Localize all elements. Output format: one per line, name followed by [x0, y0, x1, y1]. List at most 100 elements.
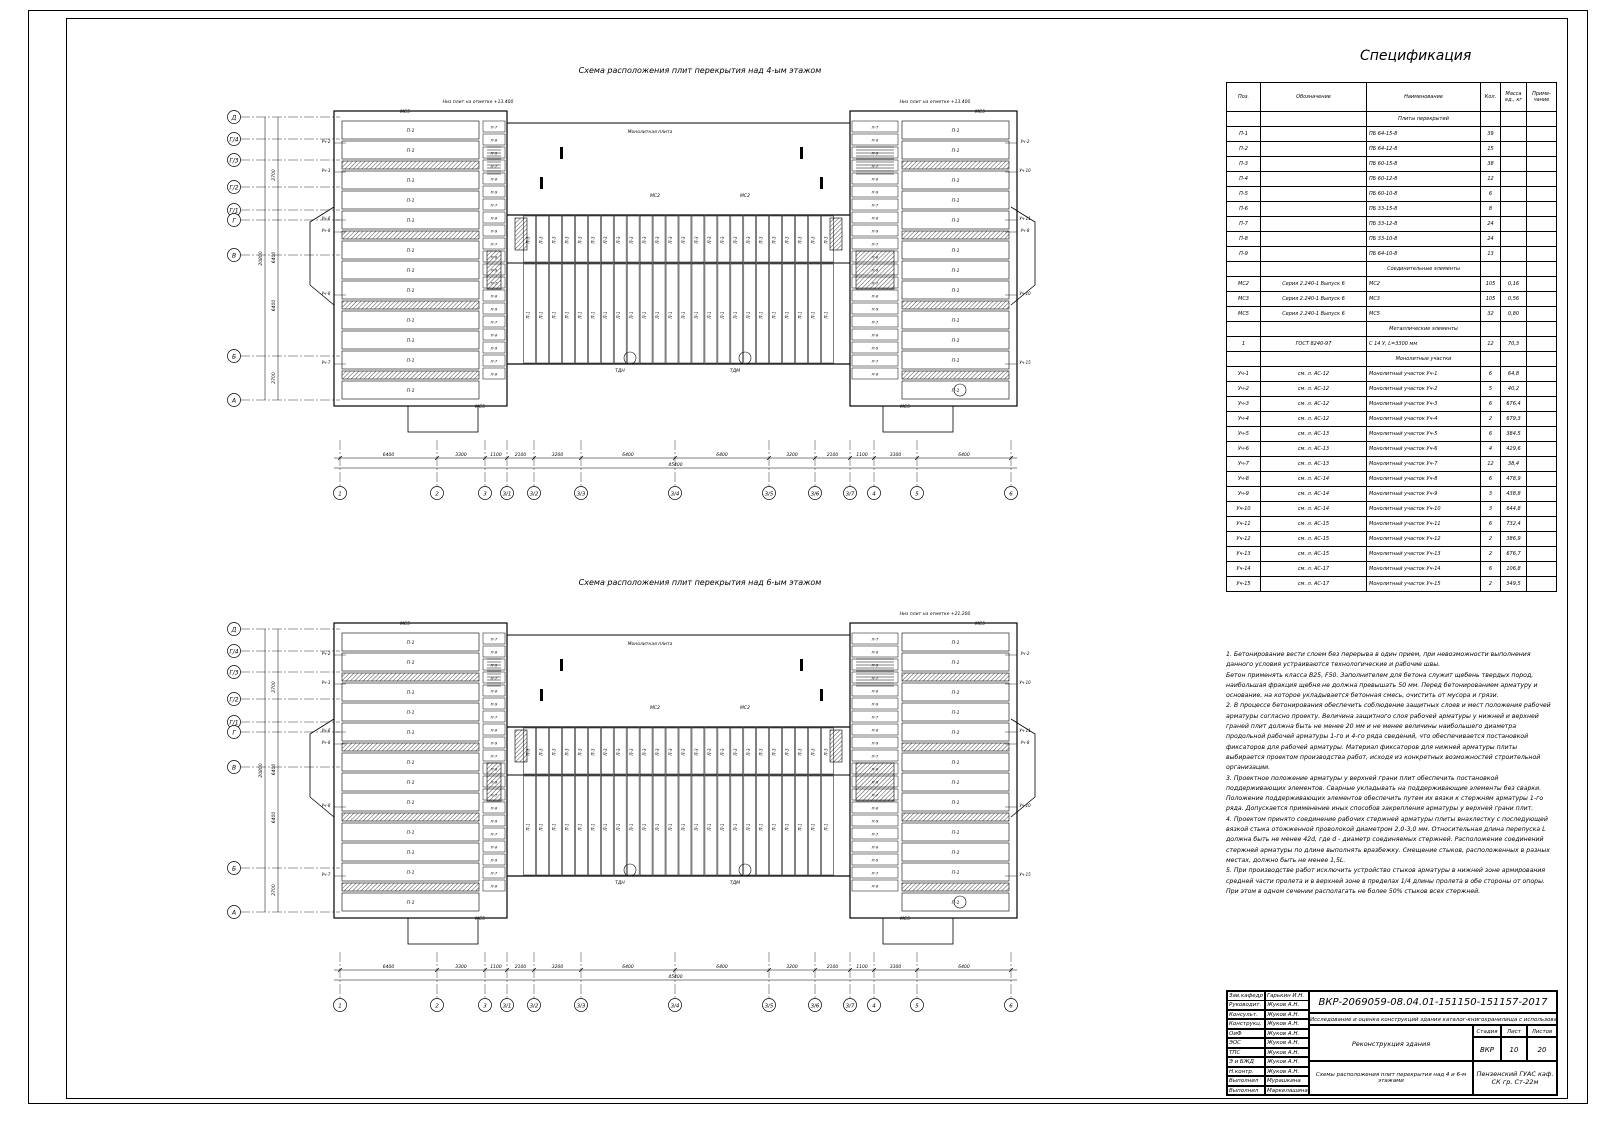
slab-label: П-1 [785, 824, 790, 831]
axis-number: 3/3 [577, 492, 586, 498]
tb-person: Жуков А.Н. [1265, 1066, 1309, 1077]
slab-label: П-3 [811, 748, 816, 755]
spec-header-1: Обозначение [1260, 82, 1367, 112]
tb-person: Жуков А.Н. [1265, 1019, 1309, 1029]
spec-cell: С 14 У, L=3300 мм [1366, 336, 1481, 352]
tb-person: Жуков А.Н. [1265, 1000, 1309, 1010]
slab-label: П-3 [759, 748, 764, 755]
narrow-slab [851, 723, 899, 736]
monolithic-label: Монолитная плита [628, 641, 673, 647]
narrow-slab [482, 315, 506, 328]
axis-bubble [574, 486, 588, 500]
slab-label: П-8 [872, 689, 879, 694]
spec-cell: ПБ 64-15-8 [1366, 126, 1481, 142]
spec-cell [1500, 246, 1527, 262]
uch-label: Уч-2 [322, 651, 331, 656]
slab-label: П-1 [720, 824, 725, 831]
slab-label: П-8 [872, 177, 879, 182]
axis-bubble [668, 486, 682, 500]
slab-label: П-1 [407, 358, 415, 364]
slab-label: П-1 [407, 318, 415, 324]
slab-label: П-1 [407, 800, 415, 806]
dim-label: 6400 [958, 964, 970, 970]
slab [901, 240, 1010, 260]
level-note: Низ плит на отметке +13.400 [900, 99, 971, 105]
spec-cell: см. л. АС-15 [1260, 516, 1367, 532]
narrow-slab [851, 289, 899, 302]
slab-label: П-9 [491, 702, 498, 707]
spec-cell: Монолитный участок Уч-14 [1366, 561, 1481, 577]
spec-cell: Монолитный участок Уч-12 [1366, 531, 1481, 547]
slab-label: П-7 [491, 676, 498, 681]
axis-number: 3/6 [811, 492, 820, 498]
spec-cell: 38,4 [1500, 456, 1527, 472]
axis-bubble [227, 665, 241, 679]
slab-label: П-8 [491, 372, 498, 377]
spec-cell: 105 [1480, 291, 1501, 307]
central-slab [756, 775, 769, 876]
spec-cell: 38 [1480, 156, 1501, 172]
slab [901, 170, 1010, 190]
narrow-slab [851, 840, 899, 853]
axis-bubble [527, 486, 541, 500]
spec-section-row: Соединительные элементы [1226, 261, 1557, 277]
narrow-slab [851, 133, 899, 146]
spec-cell [1526, 531, 1557, 547]
spec-header-5: Приме-чание [1526, 82, 1557, 112]
central-slab [795, 263, 808, 364]
mc-label: МС5 [900, 404, 910, 410]
slab-label: П-3 [655, 748, 660, 755]
spec-cell: 40,2 [1500, 381, 1527, 397]
axis-bubble [333, 486, 347, 500]
central-slab [808, 775, 821, 876]
central-slab [613, 215, 627, 263]
spec-cell: 12 [1480, 171, 1501, 187]
spec-cell: ПБ 64-10-8 [1366, 246, 1481, 262]
central-slab [588, 727, 601, 775]
spec-cell [1526, 486, 1557, 502]
slab [341, 752, 480, 772]
slab-label: П-8 [872, 216, 879, 221]
spec-cell [1526, 576, 1557, 592]
central-slab [678, 263, 692, 364]
slab-label: П-1 [952, 358, 960, 364]
note-paragraph: 5. При производстве работ исключить устр… [1226, 867, 1546, 895]
axis-letter: Г/2 [229, 697, 238, 704]
uch-label: Уч-8 [1021, 228, 1030, 233]
spec-header-3: Кол. [1480, 82, 1501, 112]
column [800, 147, 803, 159]
central-slab [743, 215, 757, 263]
dim-label: 3300 [455, 964, 467, 970]
central-slab [717, 775, 731, 876]
dim-total: 20800 [258, 763, 264, 777]
dim-label: 6400 [271, 812, 277, 824]
axis-number: 3/4 [671, 492, 680, 498]
narrow-slab [851, 315, 899, 328]
slab-label: П-1 [952, 248, 960, 254]
spec-header-0: Поз. [1226, 82, 1261, 112]
axis-bubble [500, 998, 514, 1012]
slab-label: П-9 [872, 229, 879, 234]
central-slab [523, 775, 536, 876]
slab [901, 862, 1010, 882]
narrow-slab [482, 367, 506, 380]
central-slab [782, 775, 795, 876]
slab [901, 682, 1010, 702]
dim-label: 2700 [271, 681, 277, 693]
central-slab [691, 727, 705, 775]
dim-label: 6400 [716, 452, 728, 458]
narrow-slab [482, 866, 506, 879]
spec-cell: ПБ 33-12-8 [1366, 216, 1481, 232]
subject: Исследование и оценка конструкций здания… [1309, 1013, 1557, 1025]
spec-section-row: Металлические элементы [1226, 321, 1557, 337]
slab [341, 300, 480, 310]
slab-label: П-1 [590, 312, 595, 319]
narrow-slab [851, 185, 899, 198]
slab-label: П-7 [872, 164, 879, 169]
central-slab [756, 215, 769, 263]
